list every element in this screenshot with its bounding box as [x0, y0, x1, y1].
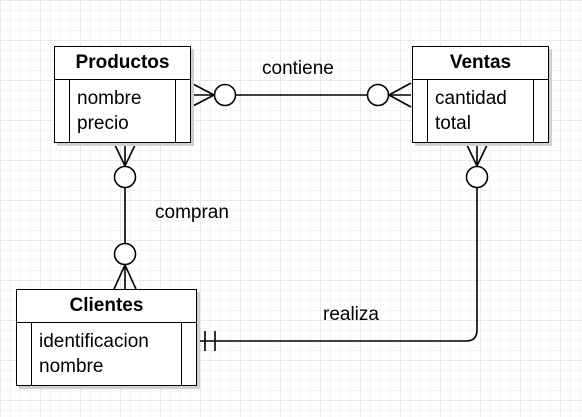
- entity-ventas[interactable]: Ventas cantidad total: [412, 46, 549, 143]
- entity-clientes-body: identificacion nombre: [17, 323, 196, 386]
- divider: [31, 323, 32, 386]
- zero-circle-productos-right: [213, 83, 237, 107]
- crowfoot-clientes-top: [113, 264, 137, 290]
- entity-productos-title: Productos: [55, 47, 190, 80]
- entity-ventas-body: cantidad total: [413, 80, 548, 143]
- attribute: nombre: [39, 356, 104, 377]
- entity-productos-body: nombre precio: [55, 80, 190, 143]
- zero-circle-ventas-left: [366, 83, 390, 107]
- entity-ventas-attributes: cantidad total: [435, 86, 507, 136]
- entity-clientes-title: Clientes: [17, 290, 196, 323]
- relationship-label-realiza: realiza: [323, 304, 379, 325]
- attribute: total: [435, 113, 471, 134]
- crowfoot-productos-right: [190, 82, 215, 108]
- line-clientes-ventas: [197, 188, 478, 342]
- relationship-label-contiene: contiene: [262, 58, 334, 79]
- attribute: identificacion: [39, 331, 149, 352]
- divider: [533, 80, 534, 143]
- zero-circle-ventas-bottom: [465, 165, 489, 189]
- relationship-label-compran: compran: [155, 202, 229, 223]
- entity-ventas-title: Ventas: [413, 47, 548, 80]
- attribute: precio: [77, 113, 129, 134]
- divider: [69, 80, 70, 143]
- crowfoot-productos-bottom: [113, 142, 137, 167]
- divider: [175, 80, 176, 143]
- attribute: cantidad: [435, 88, 507, 109]
- crowfoot-ventas-bottom: [465, 142, 489, 167]
- entity-productos[interactable]: Productos nombre precio: [54, 46, 191, 143]
- divider: [427, 80, 428, 143]
- crowfoot-ventas-left: [388, 82, 412, 108]
- entity-clientes-attributes: identificacion nombre: [39, 329, 149, 379]
- entity-clientes[interactable]: Clientes identificacion nombre: [16, 289, 197, 386]
- entity-productos-attributes: nombre precio: [77, 86, 141, 136]
- one-mandatory-clientes-right: [204, 331, 216, 351]
- divider: [181, 323, 182, 386]
- attribute: nombre: [77, 88, 142, 109]
- zero-circle-productos-bottom: [113, 165, 137, 189]
- zero-circle-clientes-top: [113, 242, 137, 266]
